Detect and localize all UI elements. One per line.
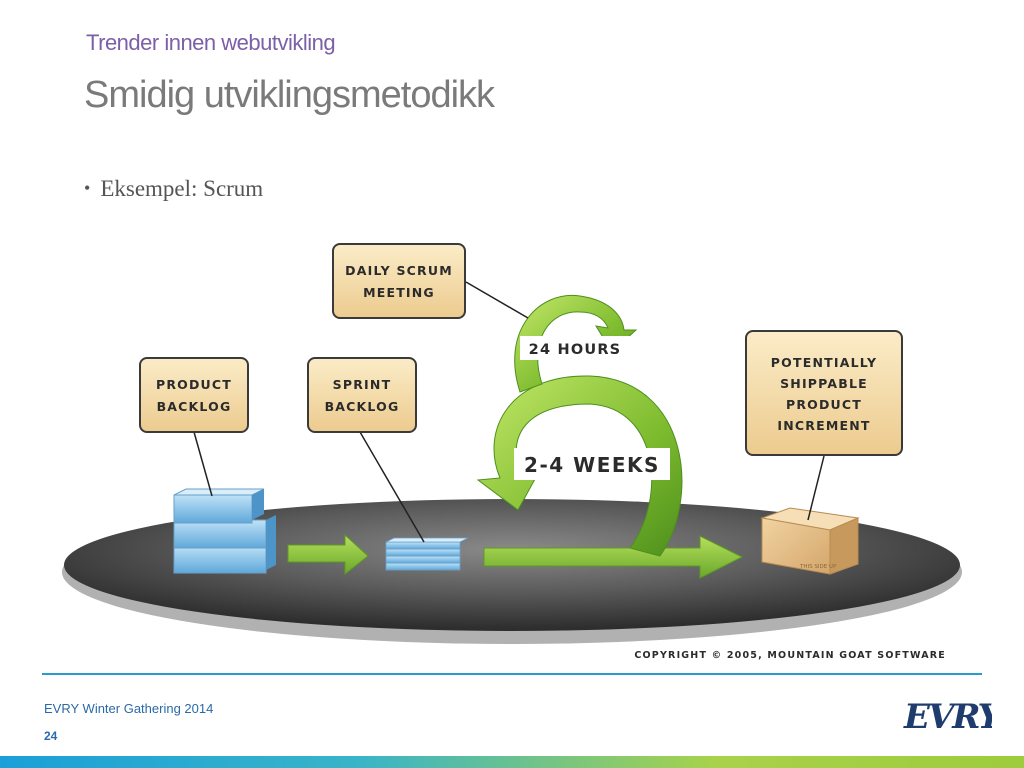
evry-logo-text: EVRY xyxy=(903,697,992,737)
connector-daily-scrum xyxy=(465,281,529,319)
daily-scrum-line1: DAILY SCRUM xyxy=(345,263,453,278)
label-daily-scrum: DAILY SCRUM MEETING xyxy=(332,243,466,319)
daily-loop-arrow xyxy=(514,294,638,393)
product-backlog-stack xyxy=(173,488,276,574)
connector-product-backlog xyxy=(193,431,213,497)
increment-line2: SHIPPABLE xyxy=(780,376,868,391)
daily-scrum-line2: MEETING xyxy=(363,285,435,300)
evry-logo: EVRY xyxy=(903,697,992,737)
footer-divider xyxy=(42,673,982,675)
bottom-color-bar xyxy=(0,756,1024,768)
sprint-backlog-line2: BACKLOG xyxy=(325,399,400,414)
shippable-package: THIS SIDE UP xyxy=(760,507,860,575)
increment-line1: POTENTIALLY xyxy=(771,355,877,370)
label-sprint-backlog: SPRINT BACKLOG xyxy=(307,357,417,433)
sprint-backlog-stack xyxy=(385,537,469,571)
sprint-backlog-line1: SPRINT xyxy=(333,377,392,392)
slide-subtitle: Trender innen webutvikling xyxy=(86,30,336,55)
page-number: 24 xyxy=(44,729,58,743)
connector-increment xyxy=(807,455,825,521)
bullet-text: Eksempel: Scrum xyxy=(100,176,264,201)
product-backlog-line2: BACKLOG xyxy=(157,399,232,414)
hours-label-bg xyxy=(520,336,630,360)
copyright-text: COPYRIGHT © 2005, MOUNTAIN GOAT SOFTWARE xyxy=(634,650,946,661)
hours-label: 24 HOURS xyxy=(529,342,622,358)
label-increment: POTENTIALLY SHIPPABLE PRODUCT INCREMENT xyxy=(745,330,903,456)
connector-sprint-backlog xyxy=(359,431,425,543)
package-label: THIS SIDE UP xyxy=(799,564,837,570)
product-backlog-line1: PRODUCT xyxy=(156,377,232,392)
label-product-backlog: PRODUCT BACKLOG xyxy=(139,357,249,433)
weeks-label: 2-4 WEEKS xyxy=(524,453,660,477)
weeks-label-bg xyxy=(514,448,670,480)
increment-line4: INCREMENT xyxy=(777,418,870,433)
bullet-item: • Eksempel: Scrum xyxy=(84,176,263,202)
slide-title: Smidig utviklingsmetodikk xyxy=(84,74,495,116)
arrow-to-increment xyxy=(483,535,744,579)
sprint-loop-arrow xyxy=(476,375,683,557)
bullet-icon: • xyxy=(84,178,91,198)
arrow-to-sprint xyxy=(287,533,369,576)
increment-line3: PRODUCT xyxy=(786,397,862,412)
footer-event: EVRY Winter Gathering 2014 xyxy=(44,701,214,716)
